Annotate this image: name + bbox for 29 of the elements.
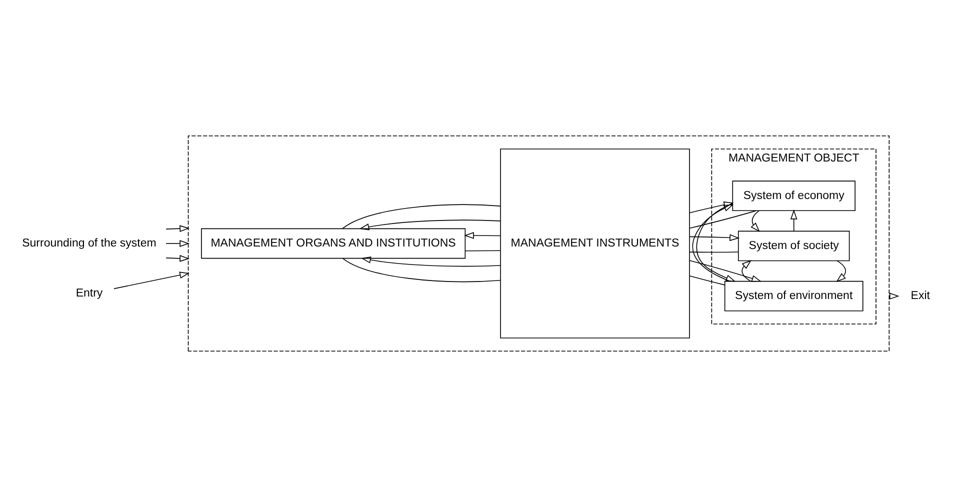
node-box: System of environment <box>724 280 864 312</box>
node-box: MANAGEMENT INSTRUMENTS <box>500 148 690 338</box>
arrow <box>689 201 734 214</box>
arrow <box>360 256 501 267</box>
arrow <box>742 260 752 282</box>
connector <box>689 210 757 229</box>
arrow <box>166 225 190 232</box>
node-box: System of economy <box>732 180 856 212</box>
connector <box>464 250 501 252</box>
node-box: MANAGEMENT ORGANS AND INSTITUTIONS <box>201 228 466 259</box>
connector <box>689 252 739 253</box>
node-text: Exit <box>910 290 930 302</box>
arrow <box>166 254 190 262</box>
arrow <box>359 220 501 230</box>
arrow <box>889 292 900 300</box>
arrow <box>790 209 798 232</box>
arrow <box>750 210 760 232</box>
arrow <box>689 234 740 242</box>
connector <box>342 204 501 230</box>
arrow <box>836 260 846 282</box>
connector <box>689 275 725 286</box>
node-box: System of society <box>738 230 850 262</box>
arrow <box>114 272 190 290</box>
connector <box>342 258 501 282</box>
arrow <box>689 260 762 282</box>
node-text: Surrounding of the system <box>22 238 156 250</box>
arrow <box>464 232 501 239</box>
arrow <box>166 240 190 247</box>
node-text: Entry <box>76 288 103 300</box>
